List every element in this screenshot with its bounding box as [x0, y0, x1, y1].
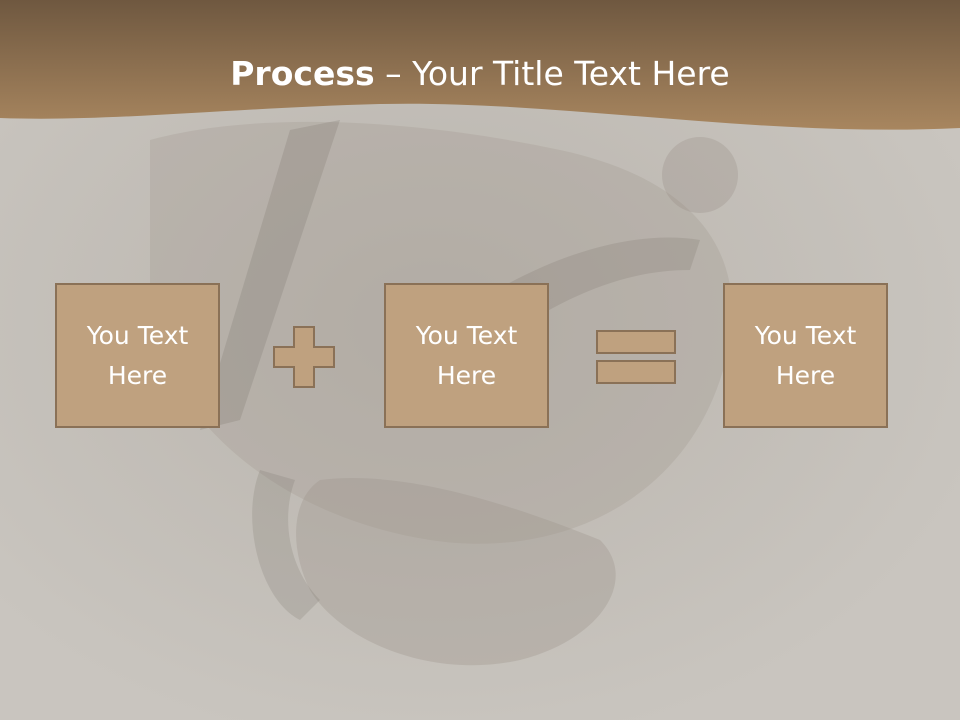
header-banner: [0, 0, 960, 130]
process-box-2-text: You Text Here: [415, 320, 518, 390]
process-box-3-text: You Text Here: [754, 320, 857, 390]
process-box-1-text: You Text Here: [86, 320, 189, 390]
title-rest: Your Title Text Here: [412, 54, 730, 93]
title-bold: Process: [230, 54, 375, 93]
slide-title: Process – Your Title Text Here: [0, 52, 960, 96]
equals-icon: [596, 330, 676, 384]
plus-icon: [273, 326, 335, 388]
process-box-1[interactable]: You Text Here: [55, 283, 220, 428]
process-box-2[interactable]: You Text Here: [384, 283, 549, 428]
process-box-3[interactable]: You Text Here: [723, 283, 888, 428]
title-separator: –: [374, 54, 413, 93]
